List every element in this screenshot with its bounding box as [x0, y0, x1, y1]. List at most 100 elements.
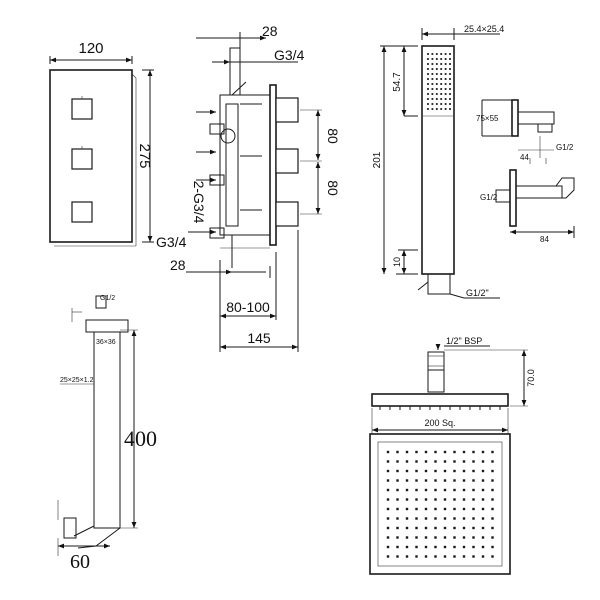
nozzle-dot: [481, 526, 485, 530]
shower-head-nozzle-grid: [386, 450, 494, 558]
nozzle-dot: [491, 479, 494, 482]
nozzle-dot: [440, 73, 443, 75]
nozzle-dot: [440, 68, 443, 70]
nozzle-dot: [440, 93, 443, 95]
nozzle-dot: [405, 555, 409, 558]
nozzle-dot: [453, 479, 456, 482]
valve-spindle-bottom: [275, 201, 299, 227]
nozzle-dot: [449, 68, 451, 70]
riser-rail-view: G1/2 36×36 25×25×1.2 400 60: [57, 295, 157, 573]
nozzle-dot: [453, 460, 456, 463]
nozzle-dot: [435, 78, 438, 80]
hand-head-length-label: 54.7: [392, 72, 403, 92]
hand-base-height-label: 10: [392, 257, 402, 267]
nozzle-dot: [472, 555, 475, 558]
nozzle-dot: [415, 536, 418, 539]
nozzle-dot: [424, 507, 428, 511]
nozzle-dot: [449, 53, 451, 55]
riser-length-label: 400: [124, 426, 157, 451]
nozzle-dot: [415, 545, 418, 549]
nozzle-dot: [396, 526, 399, 530]
nozzle-dot: [472, 460, 475, 463]
nozzle-dot: [424, 469, 428, 473]
outlet-plate-size-label: 75×55: [476, 114, 499, 123]
nozzle-dot: [462, 526, 466, 530]
nozzle-dot: [444, 68, 447, 70]
nozzle-dot: [386, 545, 390, 549]
nozzle-dot: [396, 555, 399, 558]
nozzle-dot: [462, 460, 466, 463]
nozzle-dot: [472, 450, 475, 454]
nozzle-dot: [415, 460, 418, 463]
nozzle-dot: [405, 507, 409, 511]
valve-front-view: 120 275: [49, 40, 154, 247]
nozzle-dot: [386, 460, 390, 463]
nozzle-dot: [462, 517, 466, 520]
shower-size-label: 200 Sq.: [424, 418, 455, 428]
hand-shower-hose-nut: [427, 273, 451, 295]
nozzle-dot: [427, 58, 429, 60]
nozzle-dot: [481, 488, 485, 492]
nozzle-dot: [424, 545, 428, 549]
install-depth-label: 80-100: [226, 299, 270, 315]
nozzle-dot: [427, 68, 429, 70]
nozzle-dot: [440, 108, 443, 110]
nozzle-dot: [415, 469, 418, 473]
nozzle-dot: [427, 53, 429, 55]
nozzle-dot: [444, 103, 447, 105]
nozzle-dot: [449, 83, 451, 85]
shower-head-plan: [369, 433, 511, 575]
nozzle-dot: [462, 498, 466, 501]
nozzle-dot: [396, 469, 399, 473]
shower-head-neck: [427, 369, 445, 393]
nozzle-dot: [472, 517, 475, 520]
shower-side-nozzles: [379, 406, 501, 410]
nozzle-dot: [435, 58, 438, 60]
nozzle-dot: [435, 68, 438, 70]
riser-tube: [93, 331, 121, 529]
nozzle-dot: [472, 545, 475, 549]
nozzle-dot: [434, 450, 437, 454]
nozzle-dot: [443, 469, 447, 473]
nozzle-dot: [444, 98, 447, 100]
valve-side-plate: [269, 84, 277, 246]
nozzle-dot: [481, 555, 485, 558]
outlet-thread-label: G1/2: [556, 143, 574, 152]
nozzle-dot: [440, 88, 443, 90]
nozzle-dot: [462, 479, 466, 482]
nozzle-dot: [386, 526, 390, 530]
nozzle-dot: [453, 536, 456, 539]
nozzle-dot: [435, 88, 438, 90]
nozzle-dot: [444, 83, 447, 85]
valve-faceplate: [49, 69, 133, 243]
nozzle-dot: [386, 498, 390, 501]
nozzle-dot: [481, 517, 485, 520]
nozzle-dot: [386, 517, 390, 520]
nozzle-dot: [453, 450, 456, 454]
nozzle-dot: [440, 78, 443, 80]
nozzle-dot: [491, 450, 494, 454]
wall-outlet-arm: [517, 111, 555, 125]
nozzle-dot: [443, 479, 447, 482]
nozzle-dot: [431, 108, 434, 110]
nozzle-dot: [415, 488, 418, 492]
wall-outlet-plate: [511, 99, 519, 137]
nozzle-dot: [434, 555, 437, 558]
nozzle-dot: [443, 507, 447, 511]
nozzle-dot: [396, 507, 399, 511]
nozzle-dot: [405, 526, 409, 530]
nozzle-dot: [405, 479, 409, 482]
nozzle-dot: [440, 98, 443, 100]
nozzle-dot: [386, 450, 390, 454]
nozzle-dot: [434, 488, 437, 492]
nozzle-dot: [415, 450, 418, 454]
nozzle-dot: [491, 469, 494, 473]
nozzle-dot: [443, 526, 447, 530]
nozzle-dot: [386, 479, 390, 482]
nozzle-dot: [405, 536, 409, 539]
hand-shower-view: 25.4×25.4 54.7 201 10 G1/2": [372, 24, 504, 299]
nozzle-dot: [386, 488, 390, 492]
holder-thread-label: G1/2: [480, 193, 498, 202]
nozzle-dot: [431, 103, 434, 105]
